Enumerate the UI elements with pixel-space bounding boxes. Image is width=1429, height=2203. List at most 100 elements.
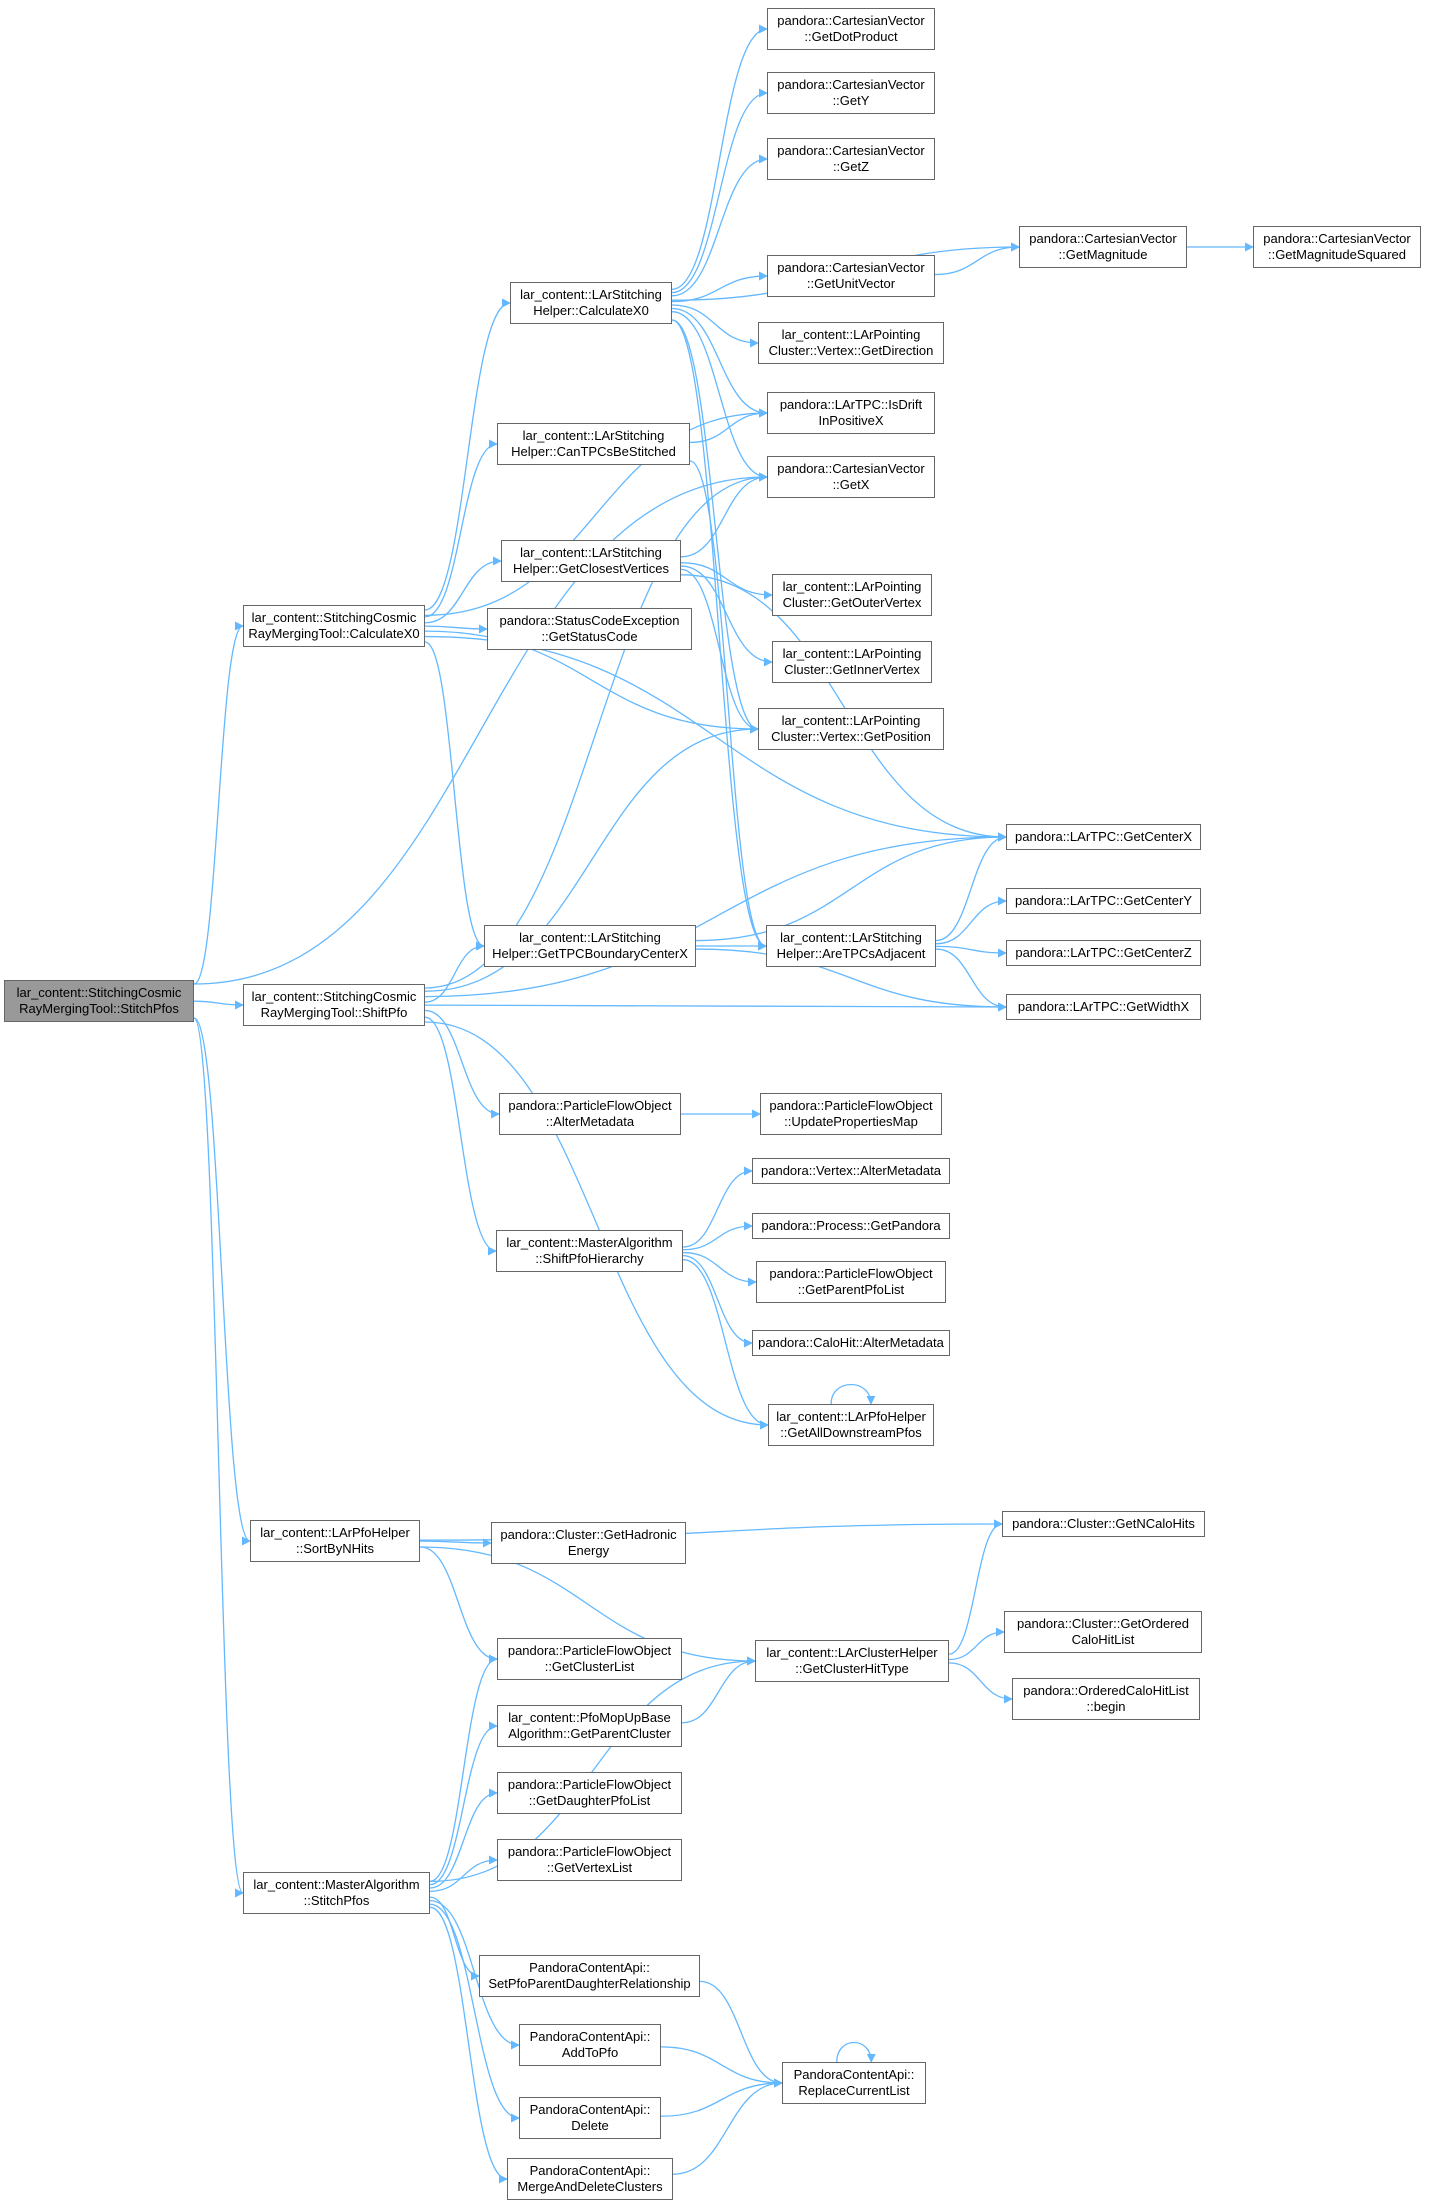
node-label-line: pandora::LArTPC::IsDrift bbox=[779, 397, 923, 412]
graph-node-clh-hittype[interactable]: lar_content::LArClusterHelper::GetCluste… bbox=[755, 1640, 949, 1682]
graph-node-cv-getx[interactable]: pandora::CartesianVector::GetX bbox=[767, 456, 935, 498]
node-label-line: ::GetParentPfoList bbox=[797, 1282, 905, 1297]
node-label-line: ::GetClusterHitType bbox=[795, 1661, 909, 1676]
graph-node-alldownstream[interactable]: lar_content::LArPfoHelper::GetAllDownstr… bbox=[768, 1404, 934, 1446]
graph-node-tpc-centery[interactable]: pandora::LArTPC::GetCenterY bbox=[1006, 888, 1201, 914]
call-edge-sh-calcx0-to-cv-getz bbox=[671, 154, 768, 297]
call-edge-shiftpfo-to-pfo-altermeta bbox=[424, 1009, 500, 1119]
graph-node-stitchpfos-ma[interactable]: lar_content::MasterAlgorithm::StitchPfos bbox=[243, 1872, 430, 1914]
graph-node-tpc-centerz[interactable]: pandora::LArTPC::GetCenterZ bbox=[1006, 940, 1201, 966]
call-edge-shiftpfo-to-pc-position bbox=[424, 724, 759, 992]
call-edge-clh-hittype-to-cl-ordered bbox=[948, 1627, 1005, 1661]
node-label-line: PandoraContentApi:: bbox=[793, 2067, 915, 2082]
node-label-line: ::AlterMetadata bbox=[545, 1114, 635, 1129]
node-label-line: lar_content::StitchingCosmic bbox=[251, 989, 417, 1004]
graph-node-cl-ncalo[interactable]: pandora::Cluster::GetNCaloHits bbox=[1002, 1511, 1205, 1537]
node-label-line: pandora::ParticleFlowObject bbox=[769, 1266, 933, 1281]
node-label-line: ::GetStatusCode bbox=[541, 629, 638, 644]
node-label-line: pandora::CartesianVector bbox=[777, 260, 925, 275]
node-label-line: PandoraContentApi:: bbox=[529, 2029, 651, 2044]
node-label-line: pandora::LArTPC::GetWidthX bbox=[1017, 999, 1190, 1014]
node-label-line: lar_content::LArPointing bbox=[782, 646, 922, 661]
graph-node-pfo-clusterlist[interactable]: pandora::ParticleFlowObject::GetClusterL… bbox=[497, 1638, 682, 1680]
graph-node-api-setparent[interactable]: PandoraContentApi::SetPfoParentDaughterR… bbox=[479, 1955, 700, 1997]
node-label-line: SetPfoParentDaughterRelationship bbox=[488, 1976, 691, 1991]
node-label-line: lar_content::LArPfoHelper bbox=[260, 1525, 410, 1540]
graph-node-cv-dot[interactable]: pandora::CartesianVector::GetDotProduct bbox=[767, 8, 935, 50]
call-edge-api-mergedelete-to-api-replace bbox=[672, 2078, 783, 2175]
graph-node-pfo-getparent[interactable]: pandora::ParticleFlowObject::GetParentPf… bbox=[756, 1261, 946, 1303]
node-label-line: lar_content::PfoMopUpBase bbox=[508, 1710, 671, 1725]
graph-node-cv-magsq[interactable]: pandora::CartesianVector::GetMagnitudeSq… bbox=[1253, 226, 1421, 268]
node-label-line: Delete bbox=[571, 2118, 609, 2133]
call-edge-clh-hittype-to-ocl-begin bbox=[948, 1662, 1013, 1704]
graph-node-pfo-updateprops[interactable]: pandora::ParticleFlowObject::UpdatePrope… bbox=[760, 1093, 942, 1135]
graph-node-pfo-altermeta[interactable]: pandora::ParticleFlowObject::AlterMetada… bbox=[499, 1093, 681, 1135]
graph-node-sortbynhits[interactable]: lar_content::LArPfoHelper::SortByNHits bbox=[250, 1520, 420, 1562]
node-label-line: pandora::Process::GetPandora bbox=[761, 1218, 941, 1233]
call-edge-shiftpfo-to-ma-shifthier bbox=[424, 1016, 497, 1256]
graph-node-vertex-altermeta[interactable]: pandora::Vertex::AlterMetadata bbox=[752, 1158, 950, 1184]
graph-node-cv-unit[interactable]: pandora::CartesianVector::GetUnitVector bbox=[767, 255, 935, 297]
node-label-line: pandora::CartesianVector bbox=[1029, 231, 1177, 246]
graph-node-api-mergedelete[interactable]: PandoraContentApi::MergeAndDeleteCluster… bbox=[507, 2158, 673, 2200]
graph-node-tpc-widthx[interactable]: pandora::LArTPC::GetWidthX bbox=[1006, 994, 1201, 1020]
call-edge-api-replace-to-api-replace bbox=[836, 2041, 876, 2063]
node-label-line: lar_content::LArStitching bbox=[520, 287, 662, 302]
node-label-line: lar_content::LArStitching bbox=[519, 930, 661, 945]
graph-node-api-replace[interactable]: PandoraContentApi::ReplaceCurrentList bbox=[782, 2062, 926, 2104]
node-label-line: lar_content::LArPfoHelper bbox=[776, 1409, 926, 1424]
call-edge-api-setparent-to-api-replace bbox=[699, 1980, 783, 2088]
call-edge-root-to-sortbynhits bbox=[193, 1017, 251, 1546]
graph-node-api-addtopfo[interactable]: PandoraContentApi::AddToPfo bbox=[519, 2024, 661, 2066]
graph-node-ma-shifthier[interactable]: lar_content::MasterAlgorithm::ShiftPfoHi… bbox=[496, 1230, 683, 1272]
graph-node-statuscode[interactable]: pandora::StatusCodeException::GetStatusC… bbox=[487, 608, 692, 650]
node-label-line: MergeAndDeleteClusters bbox=[517, 2179, 663, 2194]
call-edge-calcx0-to-pc-position bbox=[424, 630, 759, 734]
node-label-line: lar_content::LArPointing bbox=[781, 713, 921, 728]
node-label-line: ::SortByNHits bbox=[295, 1541, 374, 1556]
node-label-line: PandoraContentApi:: bbox=[529, 2102, 651, 2117]
node-label-line: Helper::AreTPCsAdjacent bbox=[776, 946, 926, 961]
node-label-line: ReplaceCurrentList bbox=[798, 2083, 910, 2098]
call-edge-sh-closest-to-cv-getx bbox=[680, 472, 768, 558]
graph-node-tpc-centerx[interactable]: pandora::LArTPC::GetCenterX bbox=[1006, 824, 1201, 850]
call-edge-root-to-calcx0 bbox=[193, 621, 244, 985]
node-label-line: Helper::CanTPCsBeStitched bbox=[511, 444, 676, 459]
node-label-line: pandora::CaloHit::AlterMetadata bbox=[758, 1335, 944, 1350]
graph-node-cv-mag[interactable]: pandora::CartesianVector::GetMagnitude bbox=[1019, 226, 1187, 268]
graph-node-pfo-daughter[interactable]: pandora::ParticleFlowObject::GetDaughter… bbox=[497, 1772, 682, 1814]
graph-node-pfo-vertexlist[interactable]: pandora::ParticleFlowObject::GetVertexLi… bbox=[497, 1839, 682, 1881]
call-edge-cv-unit-to-cv-mag bbox=[934, 242, 1020, 276]
call-edge-sh-adjacent-to-tpc-centerx bbox=[935, 832, 1007, 942]
graph-node-cv-getz[interactable]: pandora::CartesianVector::GetZ bbox=[767, 138, 935, 180]
graph-node-calohit-altermeta[interactable]: pandora::CaloHit::AlterMetadata bbox=[752, 1330, 950, 1356]
graph-node-process-getpandora[interactable]: pandora::Process::GetPandora bbox=[752, 1213, 950, 1239]
node-label-line: lar_content::LArPointing bbox=[781, 327, 921, 342]
node-label-line: ::GetY bbox=[832, 93, 870, 108]
node-label-line: ::GetVertexList bbox=[546, 1860, 633, 1875]
call-edge-sh-adjacent-to-tpc-widthx bbox=[935, 948, 1007, 1012]
node-label-line: lar_content::MasterAlgorithm bbox=[253, 1877, 420, 1892]
node-label-line: pandora::OrderedCaloHitList bbox=[1023, 1683, 1189, 1698]
graph-node-api-delete[interactable]: PandoraContentApi::Delete bbox=[519, 2097, 661, 2139]
graph-node-ocl-begin[interactable]: pandora::OrderedCaloHitList::begin bbox=[1012, 1678, 1200, 1720]
graph-node-cv-gety[interactable]: pandora::CartesianVector::GetY bbox=[767, 72, 935, 114]
node-label-line: lar_content::StitchingCosmic bbox=[251, 610, 417, 625]
node-label-line: ::begin bbox=[1086, 1699, 1126, 1714]
